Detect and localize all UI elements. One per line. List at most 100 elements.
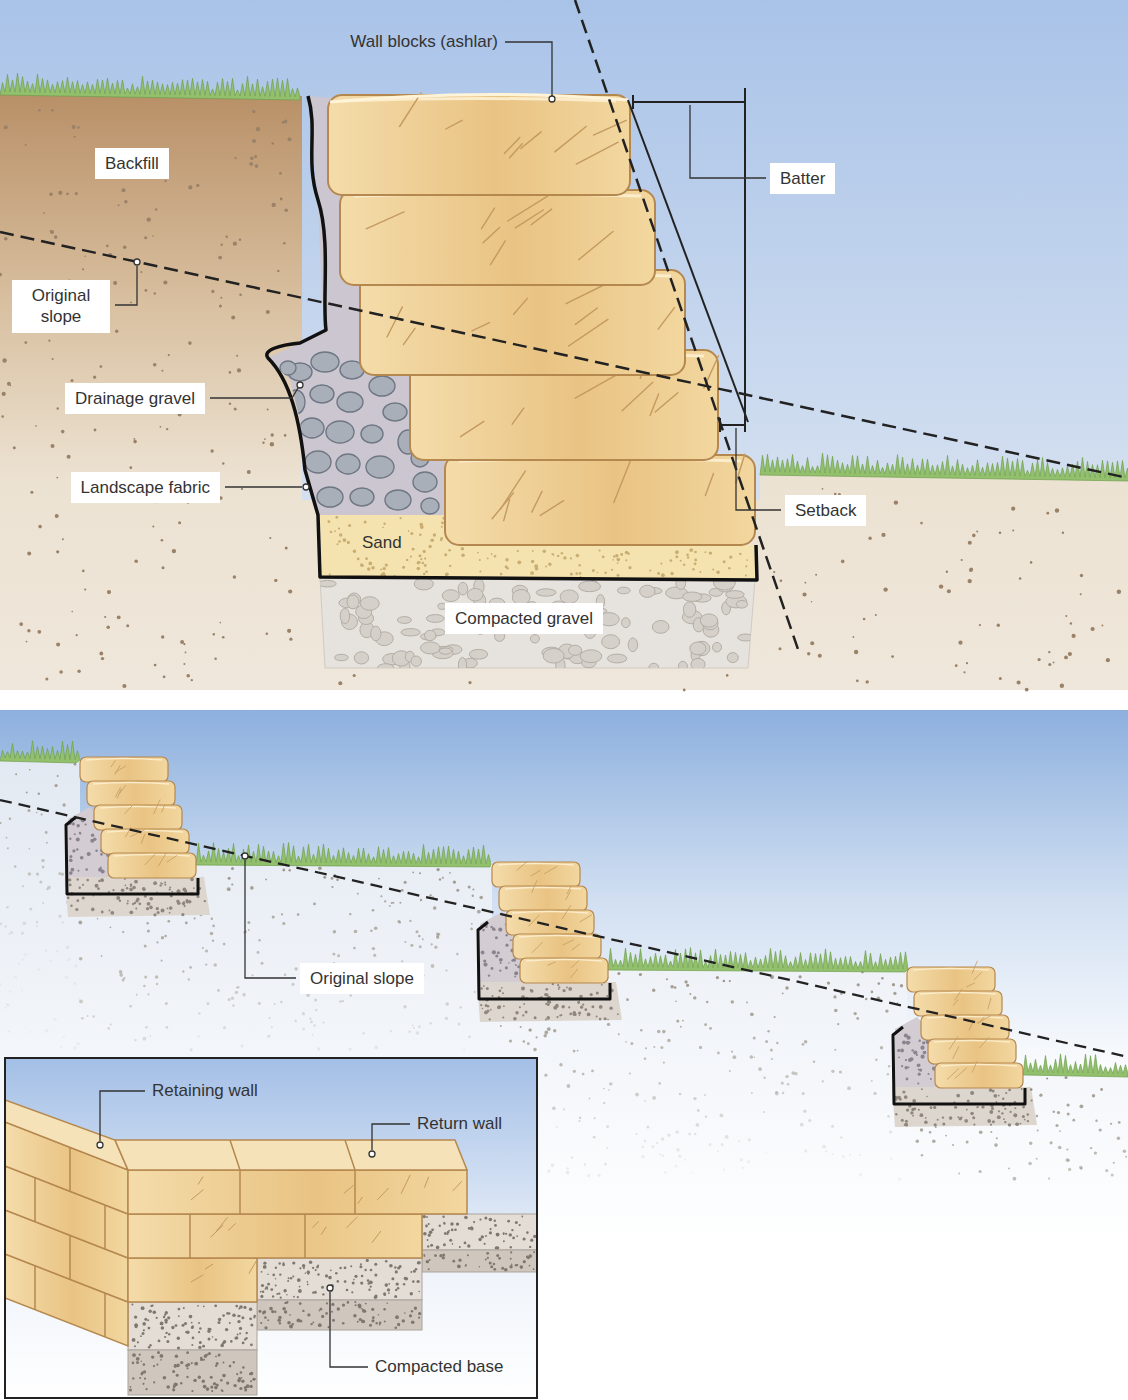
soil-speck <box>661 1137 664 1140</box>
terrace-wall <box>65 757 210 917</box>
soil-speck <box>932 1139 936 1143</box>
soil-speck <box>604 1163 607 1166</box>
soil-speck <box>374 1273 377 1276</box>
soil-speck <box>434 1254 437 1257</box>
soil-speck <box>446 1233 448 1235</box>
soil-speck <box>71 611 73 613</box>
soil-speck <box>474 991 476 993</box>
soil-speck <box>265 879 267 881</box>
soil-speck <box>265 1286 268 1289</box>
soil-speck <box>401 960 403 962</box>
soil-speck <box>1106 658 1110 662</box>
soil-speck <box>319 1310 321 1312</box>
soil-speck <box>28 809 31 812</box>
soil-speck <box>389 1264 393 1268</box>
soil-speck <box>286 1294 288 1296</box>
soil-speck <box>453 880 456 883</box>
block-crack <box>575 308 597 324</box>
soil-speck <box>408 1031 411 1034</box>
soil-speck <box>335 516 338 519</box>
block-body <box>445 455 755 545</box>
soil-speck <box>156 983 158 985</box>
soil-speck <box>1059 1130 1061 1132</box>
soil-speck <box>1017 680 1021 684</box>
soil-speck <box>67 455 71 459</box>
soil-speck <box>1046 512 1049 515</box>
soil-speck <box>709 1027 712 1030</box>
soil-speck <box>534 564 538 568</box>
soil-speck <box>916 1054 918 1056</box>
soil-speck <box>267 409 269 411</box>
soil-speck <box>404 1277 407 1280</box>
soil-speck <box>568 987 572 991</box>
soil-speck <box>705 551 707 553</box>
original-slope-line <box>0 800 1128 1057</box>
block-crack <box>115 766 120 775</box>
soil-speck <box>1001 1112 1003 1114</box>
soil-speck <box>457 1264 461 1268</box>
soil-speck <box>275 1285 277 1287</box>
soil-speck <box>184 905 186 907</box>
soil-speck <box>991 1107 994 1110</box>
soil-speck <box>908 1058 912 1062</box>
soil-speck <box>430 539 434 543</box>
soil-speck <box>515 1221 518 1224</box>
block-crack <box>167 856 177 863</box>
soil-speck <box>1020 1123 1022 1125</box>
pebble <box>397 617 411 624</box>
soil-speck <box>61 430 65 434</box>
soil-speck <box>82 896 85 899</box>
soil-speck <box>597 572 599 574</box>
soil-speck <box>417 1261 421 1265</box>
soil-speck <box>84 588 86 590</box>
soil-speck <box>252 139 256 143</box>
soil-speck <box>372 909 375 912</box>
soil-speck <box>86 879 89 882</box>
soil-speck <box>146 907 149 910</box>
soil-speck <box>485 1235 487 1237</box>
soil-speck <box>42 866 45 869</box>
soil-speck <box>185 922 188 925</box>
pebble <box>628 638 637 652</box>
soil-speck <box>220 297 222 299</box>
soil-speck <box>577 1001 580 1004</box>
soil-speck <box>603 1088 605 1090</box>
soil-speck <box>483 959 486 962</box>
sky <box>0 710 1128 1400</box>
batter-dimension <box>633 88 745 420</box>
block-crack <box>483 228 500 243</box>
soil-speck <box>1079 1166 1083 1170</box>
soil-speck <box>1027 1113 1030 1116</box>
block-highlight <box>100 807 176 809</box>
soil-speck <box>566 987 568 989</box>
soil-speck <box>1027 1120 1029 1122</box>
soil-speck <box>113 281 117 285</box>
soil-speck <box>906 1078 909 1081</box>
soil-speck <box>512 1237 515 1240</box>
soil-speck <box>7 382 11 386</box>
block-crack <box>387 307 402 337</box>
soil-speck <box>323 876 326 879</box>
soil-speck <box>270 442 274 446</box>
block-crack <box>988 998 991 1009</box>
soil-speck <box>459 1246 461 1248</box>
soil-speck <box>123 246 127 250</box>
soil-speck <box>241 1045 244 1048</box>
soil-speck <box>487 1257 489 1259</box>
block-highlight <box>934 1041 1010 1043</box>
soil-speck <box>196 184 199 187</box>
soil-speck <box>129 466 132 469</box>
soil-speck <box>878 982 881 985</box>
soil-speck <box>213 963 217 967</box>
soil-speck <box>397 920 400 923</box>
soil-speck <box>307 1273 309 1275</box>
soil-speck <box>385 1260 388 1263</box>
soil-speck <box>45 677 48 680</box>
soil-speck <box>446 970 448 972</box>
soil-speck <box>183 643 185 645</box>
soil-speck <box>63 1036 65 1038</box>
soil-speck <box>38 793 41 796</box>
soil-speck <box>442 1216 444 1218</box>
soil-speck <box>422 562 425 565</box>
soil-speck <box>35 425 37 427</box>
